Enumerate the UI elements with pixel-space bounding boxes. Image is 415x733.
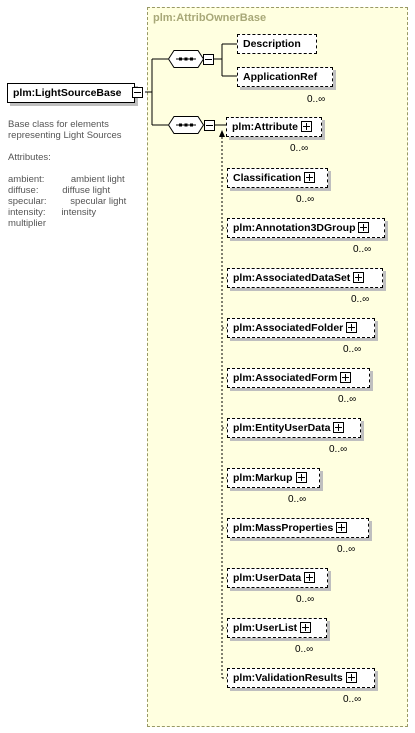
element-associatedform[interactable]: plm:AssociatedForm [227,368,370,388]
element-markup[interactable]: plm:Markup [227,468,320,488]
documentation-line: ambient: ambient light [8,174,125,185]
documentation-line: representing Light Sources [8,130,122,141]
expand-icon[interactable] [300,621,312,633]
occurrence-label: 0..∞ [338,394,357,405]
expand-icon[interactable] [300,120,312,132]
occurrence-label: 0..∞ [343,694,362,705]
occurrence-label: 0..∞ [288,494,307,505]
element-entityuserdata[interactable]: plm:EntityUserData [227,418,361,438]
occurrence-label: 0..∞ [351,294,370,305]
occurrence-label: 0..∞ [295,644,314,655]
occurrence-label: 0..∞ [290,143,309,154]
base-type-title: plm:AttribOwnerBase [153,12,267,24]
sequence-compositor-icon [168,50,204,68]
element-userlist[interactable]: plm:UserList [227,618,327,638]
element-description[interactable]: Description [237,34,317,54]
expand-icon[interactable] [333,421,345,433]
occurrence-label: 0..∞ [343,344,362,355]
element-applicationref[interactable]: ApplicationRef [237,67,333,87]
element-associatedfolder[interactable]: plm:AssociatedFolder [227,318,375,338]
collapse-icon[interactable] [204,120,215,131]
occurrence-label: 0..∞ [307,94,326,105]
element-attribute[interactable]: plm:Attribute [226,117,322,137]
documentation-line: diffuse: diffuse light [8,185,111,196]
element-associateddataset[interactable]: plm:AssociatedDataSet [227,268,383,288]
documentation-line: intensity: intensity [8,207,97,218]
element-userdata[interactable]: plm:UserData [227,568,328,588]
occurrence-label: 0..∞ [353,244,372,255]
root-element-node[interactable]: plm:LightSourceBase [7,83,135,103]
occurrence-label: 0..∞ [296,594,315,605]
expand-icon[interactable] [358,221,370,233]
expand-icon[interactable] [304,571,316,583]
expand-icon[interactable] [304,171,316,183]
expand-icon[interactable] [345,671,357,683]
occurrence-label: 0..∞ [296,194,315,205]
collapse-icon[interactable] [203,54,214,65]
root-element-name: plm:LightSourceBase [13,87,122,99]
expand-icon[interactable] [340,371,352,383]
collapse-icon[interactable] [132,87,143,98]
element-massproperties[interactable]: plm:MassProperties [227,518,369,538]
documentation-line: multiplier [8,218,47,229]
documentation-line: specular: specular light [8,196,127,207]
expand-icon[interactable] [336,521,348,533]
expand-icon[interactable] [295,471,307,483]
documentation-line: Base class for elements [8,119,109,130]
expand-icon[interactable] [353,271,365,283]
element-classification[interactable]: Classification [227,168,328,188]
sequence-compositor-icon [168,116,204,134]
occurrence-label: 0..∞ [337,544,356,555]
documentation-line [8,163,144,174]
documentation-line [8,141,144,152]
expand-icon[interactable] [346,321,358,333]
element-validationresults[interactable]: plm:ValidationResults [227,668,375,688]
element-annotation3dgroup[interactable]: plm:Annotation3DGroup [227,218,385,238]
documentation-line: Attributes: [8,152,51,163]
occurrence-label: 0..∞ [329,444,348,455]
